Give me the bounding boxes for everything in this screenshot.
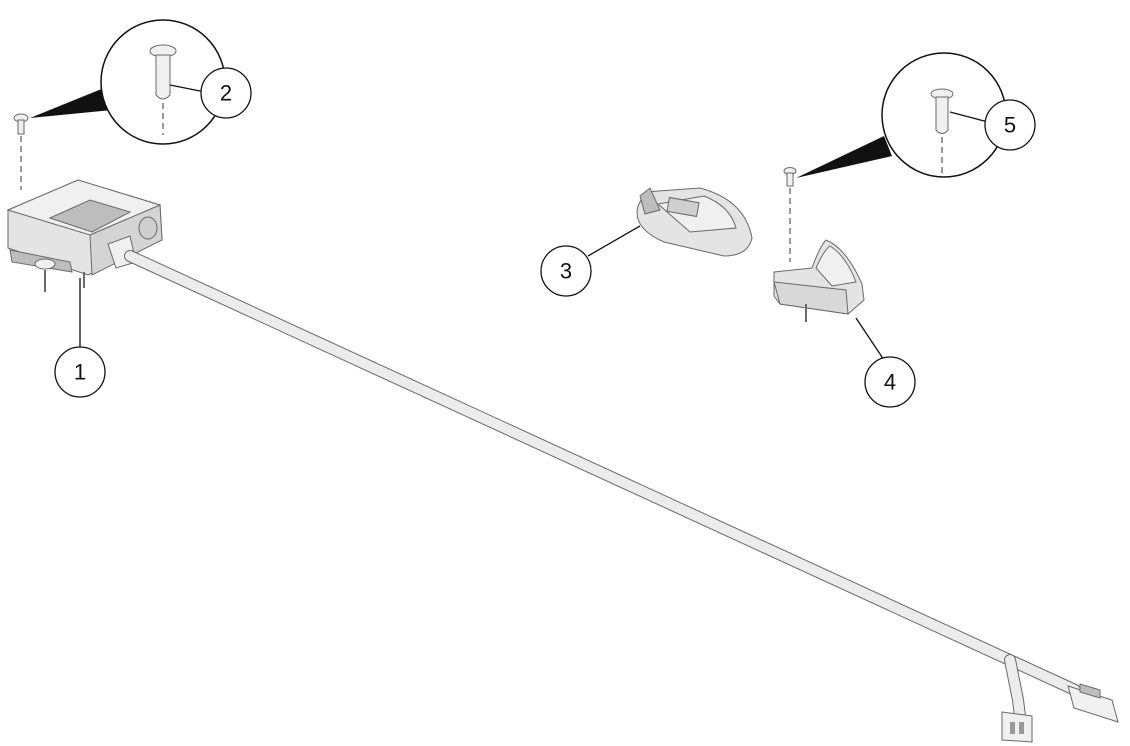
screw-small-icon-5: [783, 167, 797, 262]
screw-small-icon: [13, 113, 29, 190]
callout-label-5: 5: [1004, 113, 1016, 138]
callout-label-1: 1: [74, 360, 86, 385]
detail-magnifier-2: 2: [30, 19, 252, 145]
cable-harness-icon: [124, 250, 1081, 722]
callout-label-3: 3: [560, 259, 572, 284]
key-fob-icon: [636, 187, 753, 257]
callout-1: [54, 346, 106, 398]
callout-2: [200, 67, 252, 119]
screw-detail-icon: [149, 44, 177, 135]
antenna-module-icon: [6, 179, 163, 292]
detail-magnifier-5: 5: [796, 52, 1036, 178]
key-holder-bracket-icon: [773, 239, 865, 322]
screw-detail-icon-5: [930, 88, 954, 176]
callout-label-2: 2: [220, 81, 232, 106]
callout-label-4: 4: [884, 370, 896, 395]
callout-3: [540, 245, 592, 297]
connector-right-icon: [1067, 683, 1119, 723]
callout-5: [984, 99, 1036, 151]
callout-4: [864, 356, 916, 408]
connector-bottom-icon: [1001, 711, 1033, 743]
